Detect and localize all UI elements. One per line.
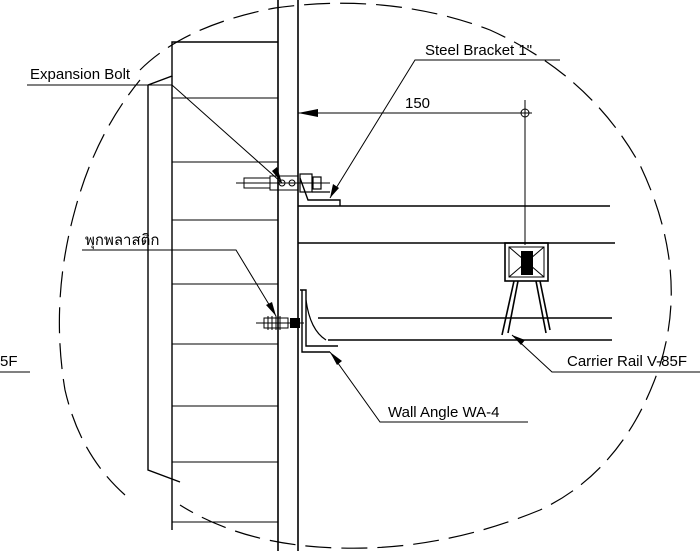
dimension-150: 150 bbox=[298, 95, 532, 245]
label-carrier-rail: Carrier Rail V-85F bbox=[511, 334, 700, 373]
plastic-plug bbox=[256, 316, 304, 330]
label-wall-angle: Wall Angle WA-4 bbox=[329, 351, 528, 423]
upper-panel bbox=[298, 205, 615, 244]
carrier-rail-label: Carrier Rail V-85F bbox=[567, 353, 687, 370]
label-steel-bracket: Steel Bracket 1" bbox=[329, 42, 560, 199]
wall-board bbox=[277, 0, 299, 551]
plastic-plug-label: พุกพลาสติก bbox=[85, 232, 159, 250]
label-plastic-plug: พุกพลาสติก bbox=[82, 232, 277, 317]
expansion-bolt-label: Expansion Bolt bbox=[30, 66, 131, 83]
wall-hatch-lines bbox=[172, 97, 278, 523]
dimension-label: 150 bbox=[405, 95, 430, 112]
wall-angle bbox=[300, 289, 338, 353]
label-expansion-bolt: Expansion Bolt bbox=[27, 66, 283, 184]
steel-bracket-label: Steel Bracket 1" bbox=[425, 42, 532, 59]
hanger-assembly bbox=[501, 242, 551, 336]
detail-circle bbox=[58, 2, 672, 549]
steel-bracket bbox=[299, 177, 341, 206]
wall-angle-label: Wall Angle WA-4 bbox=[388, 404, 499, 421]
concrete-wall bbox=[147, 41, 278, 530]
label-cropped-left: 5F bbox=[0, 353, 30, 373]
carrier-rail bbox=[318, 317, 612, 341]
cropped-left-label: 5F bbox=[0, 353, 18, 370]
expansion-bolt bbox=[236, 173, 330, 193]
